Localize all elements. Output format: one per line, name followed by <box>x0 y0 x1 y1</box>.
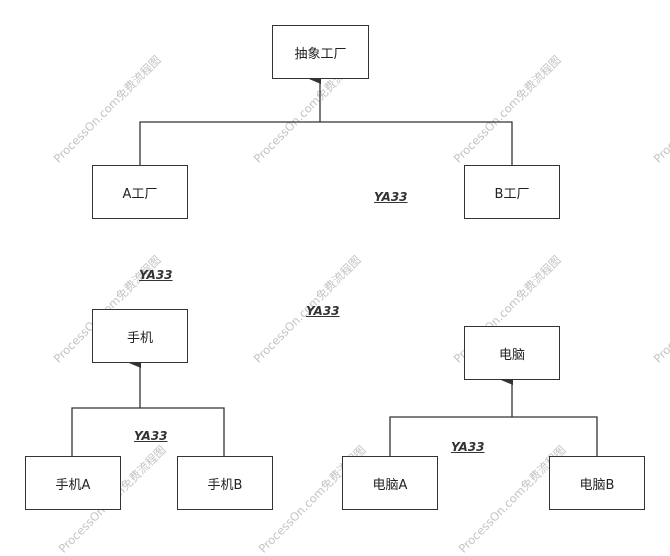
connector-factory-b <box>320 121 513 165</box>
connector-computer-a <box>389 416 512 456</box>
tag-label: YA33 <box>134 429 168 443</box>
connector-computer-b <box>512 416 598 456</box>
tag-label: YA33 <box>374 190 408 204</box>
connector-phone-b <box>140 407 225 456</box>
node-phone-b[interactable]: 手机B <box>177 456 273 510</box>
node-computer[interactable]: 电脑 <box>464 326 560 380</box>
tag-label: YA33 <box>306 304 340 318</box>
node-computer-b[interactable]: 电脑B <box>549 456 645 510</box>
node-phone[interactable]: 手机 <box>92 309 188 363</box>
tag-label: YA33 <box>451 440 485 454</box>
node-factory-b[interactable]: B工厂 <box>464 165 560 219</box>
node-factory-a[interactable]: A工厂 <box>92 165 188 219</box>
connector-phone-a <box>71 407 140 456</box>
node-computer-a[interactable]: 电脑A <box>342 456 438 510</box>
node-phone-a[interactable]: 手机A <box>25 456 121 510</box>
tag-label: YA33 <box>139 268 173 282</box>
connector-layer <box>71 74 598 456</box>
node-abstract-factory[interactable]: 抽象工厂 <box>272 25 369 79</box>
diagram-canvas: ProcessOn.com免费流程图 ProcessOn.com免费流程图 Pr… <box>25 25 670 556</box>
connector-factory-a <box>139 121 320 165</box>
